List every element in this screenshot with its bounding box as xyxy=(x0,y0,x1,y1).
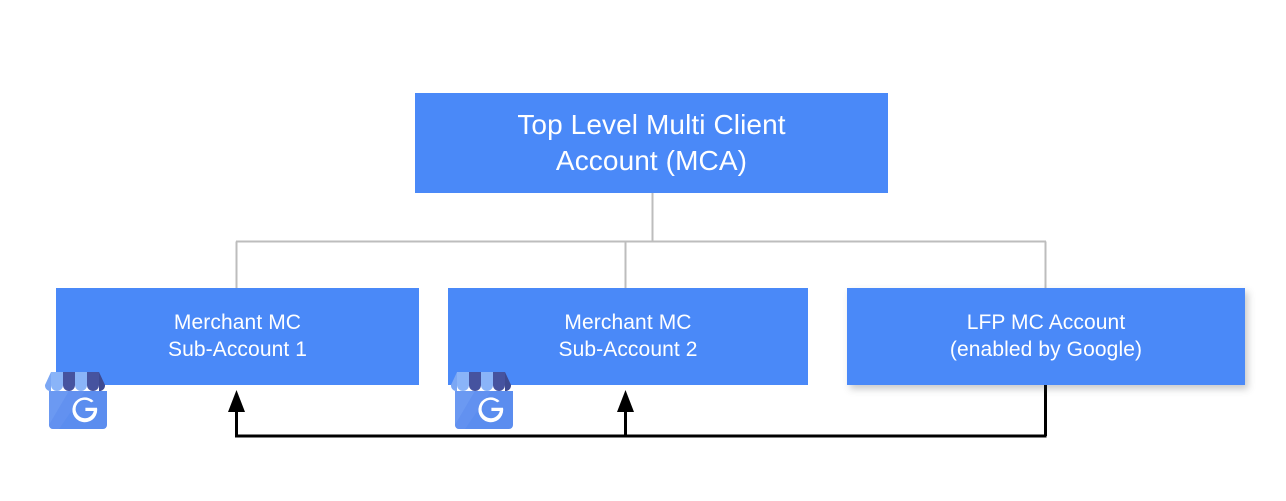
feedback-arrowheads xyxy=(228,390,634,412)
node-merchant-mc-sub-account-2-label: Merchant MC Sub-Account 2 xyxy=(558,310,698,361)
node-lfp-mc-account-label: LFP MC Account (enabled by Google) xyxy=(949,310,1143,361)
storefront-g-letter-icon xyxy=(478,397,504,423)
storefront-awning-3-icon xyxy=(481,372,493,391)
storefront-g-letter-icon xyxy=(72,397,98,423)
node-merchant-mc-sub-account-1-label: Merchant MC Sub-Account 1 xyxy=(167,310,308,361)
storefront-awning-left-cap-icon xyxy=(450,372,457,392)
storefront-awning-left-cap-icon xyxy=(44,372,51,392)
storefront-body-shading2-icon xyxy=(455,391,491,429)
storefront-awning-1-icon xyxy=(51,372,63,391)
storefront-awning-right-cap-icon xyxy=(99,372,106,392)
storefront-awning-4-icon xyxy=(493,372,505,391)
storefront-awning-3-icon xyxy=(75,372,87,391)
node-merchant-mc-sub-account-2[interactable]: Merchant MC Sub-Account 2 xyxy=(448,288,808,385)
node-top-level-mca-label: Top Level Multi Client Account (MCA) xyxy=(517,109,786,176)
arrowhead-merchant-2-icon xyxy=(617,390,634,412)
storefront-awning-right-cap-icon xyxy=(505,372,512,392)
storefront-awning-4-icon xyxy=(87,372,99,391)
storefront-body-shading2-icon xyxy=(49,391,85,429)
google-business-profile-storefront-icon xyxy=(44,372,107,429)
storefront-awning-2-icon xyxy=(63,372,75,391)
storefront-awning-2-icon xyxy=(469,372,481,391)
feedback-connectors xyxy=(235,385,1047,438)
tree-connectors xyxy=(235,193,1047,288)
google-business-profile-storefront-icon xyxy=(450,372,513,429)
storefront-awning-1-icon xyxy=(457,372,469,391)
node-merchant-mc-sub-account-1[interactable]: Merchant MC Sub-Account 1 xyxy=(56,288,419,385)
arrowhead-merchant-1-icon xyxy=(228,390,245,412)
node-lfp-mc-account[interactable]: LFP MC Account (enabled by Google) xyxy=(847,288,1245,385)
node-top-level-mca[interactable]: Top Level Multi Client Account (MCA) xyxy=(415,93,888,193)
